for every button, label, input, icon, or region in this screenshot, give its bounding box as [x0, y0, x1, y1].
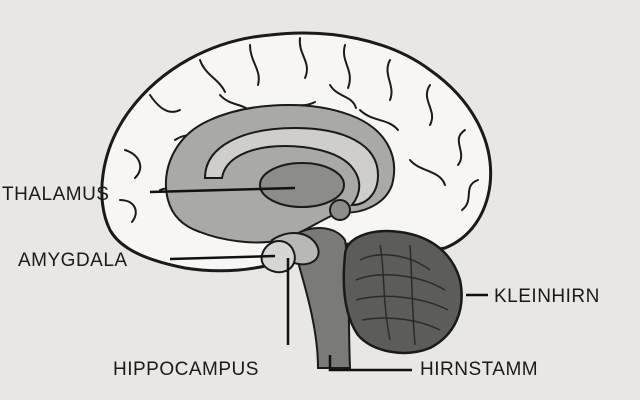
cerebellum-structure	[342, 229, 463, 355]
thalamus-structure	[259, 162, 345, 208]
cerebellum-folia	[355, 244, 449, 346]
label-amygdala: AMYGDALA	[18, 250, 128, 271]
label-hirnstamm: HIRNSTAMM	[420, 359, 538, 380]
amygdala-structure	[260, 239, 296, 274]
label-kleinhirn: KLEINHIRN	[494, 286, 600, 307]
cortex-folds	[119, 37, 479, 223]
label-hippocampus: HIPPOCAMPUS	[113, 359, 259, 380]
amygdala-leader	[169, 254, 276, 261]
pineal-structure	[329, 199, 351, 221]
thalamus-leader	[149, 186, 296, 194]
corpus-callosum	[203, 126, 380, 207]
label-thalamus: THALAMUS	[2, 184, 109, 205]
hirnstamm-leader	[328, 355, 412, 372]
